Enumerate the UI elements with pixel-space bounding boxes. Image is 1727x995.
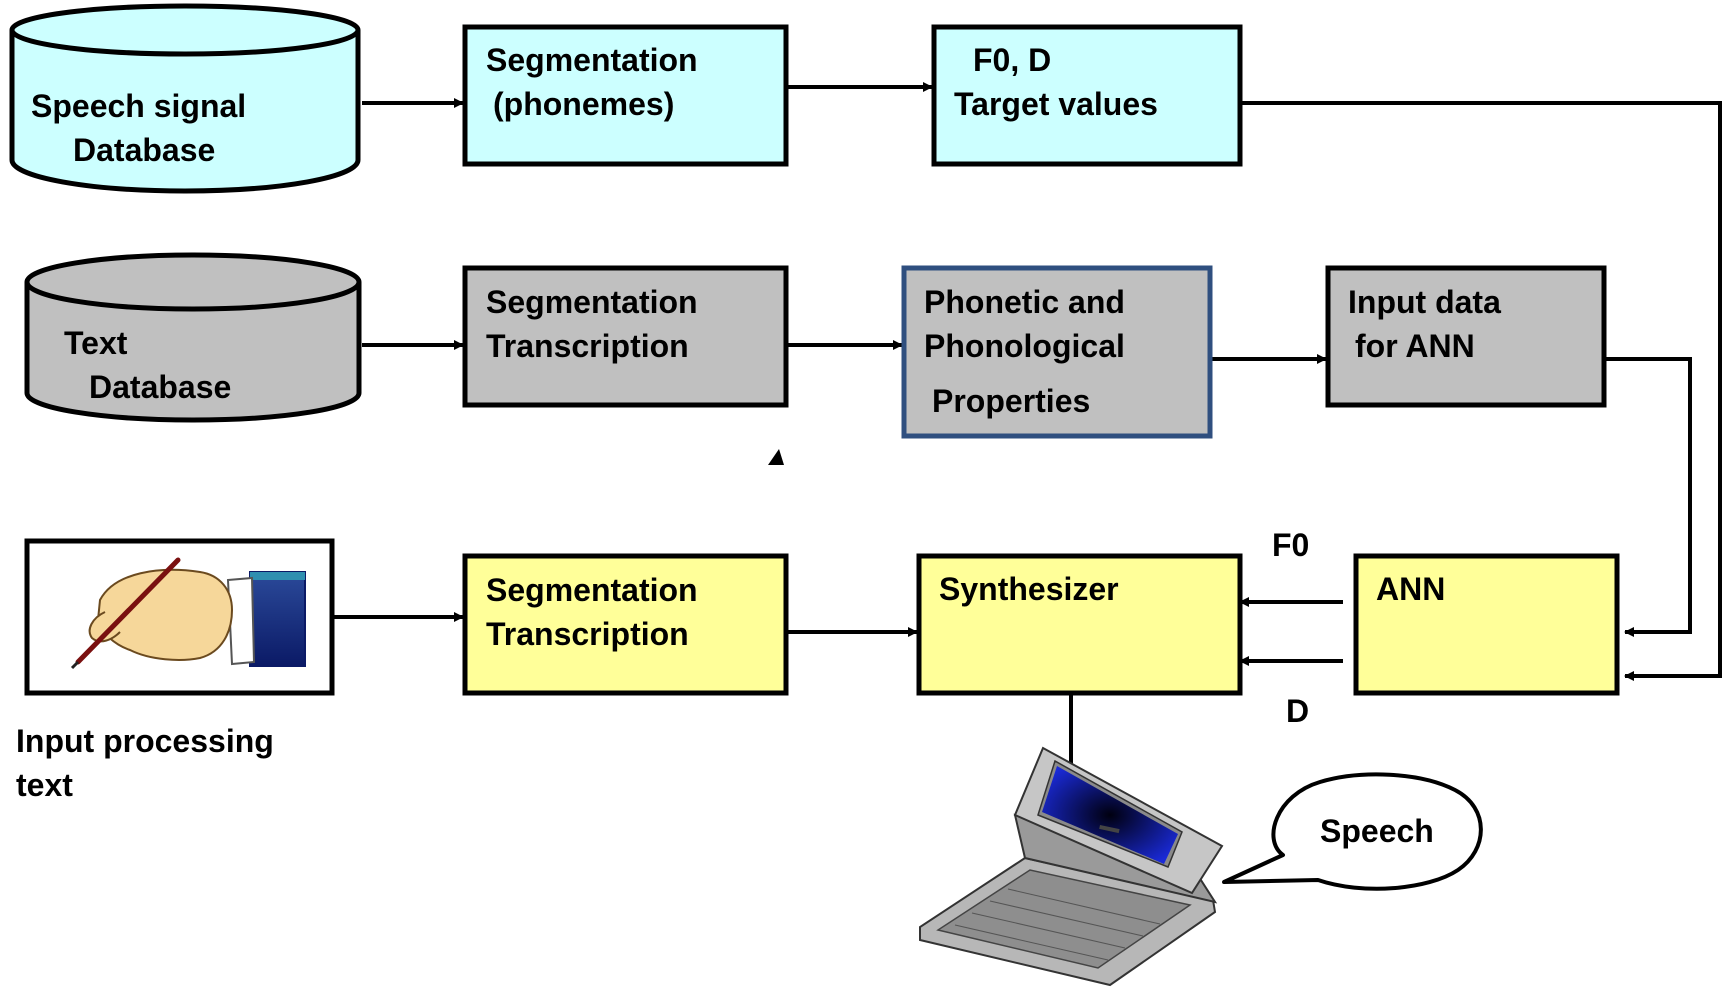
f0-edge-label: F0: [1272, 527, 1309, 563]
input-ann-label-1: Input data: [1348, 284, 1501, 320]
segmentation-transcription-bottom-box: Segmentation Transcription: [462, 553, 789, 696]
target-values-box: F0, D Target values: [931, 24, 1243, 167]
input-caption-label-2: text: [16, 767, 73, 803]
hand-writing-with-pen-icon: [70, 557, 306, 670]
segmentation-phonemes-box: Segmentation (phonemes): [462, 24, 789, 167]
target-label-1: F0, D: [973, 42, 1051, 78]
input-ann-label-2: for ANN: [1355, 328, 1475, 364]
speech-bubble-label: Speech: [1320, 813, 1434, 849]
text-db-label-2: Database: [89, 369, 231, 405]
seg-trans-bottom-label-1: Segmentation: [486, 572, 698, 608]
ann-box: ANN: [1353, 553, 1620, 696]
seg-phonemes-label-1: Segmentation: [486, 42, 698, 78]
phonetic-label-1: Phonetic and: [924, 284, 1125, 320]
synthesizer-label: Synthesizer: [939, 571, 1119, 607]
speech-db-label-1: Speech signal: [31, 88, 246, 124]
seg-phonemes-label-2: (phonemes): [493, 86, 674, 122]
phonetic-label-2: Phonological: [924, 328, 1125, 364]
speech-db-label-2: Database: [73, 132, 215, 168]
seg-trans-bottom-label-2: Transcription: [486, 616, 689, 652]
seg-trans-top-label-2: Transcription: [486, 328, 689, 364]
text-database: Text Database: [24, 252, 362, 423]
speech-signal-database: Speech signal Database: [9, 3, 361, 194]
phonetic-phonological-box: Phonetic and Phonological Properties: [901, 265, 1213, 439]
speech-bubble: Speech: [1222, 772, 1483, 891]
target-label-2: Target values: [954, 86, 1158, 122]
laptop-computer-icon: [919, 746, 1224, 987]
input-data-ann-box: Input data for ANN: [1325, 265, 1607, 408]
phonetic-label-3: Properties: [932, 383, 1090, 419]
input-caption-label-1: Input processing: [16, 723, 274, 759]
ann-label: ANN: [1376, 571, 1445, 607]
d-edge-label: D: [1286, 693, 1309, 729]
seg-trans-top-label-1: Segmentation: [486, 284, 698, 320]
stray-arrowhead: [768, 449, 784, 465]
text-db-label-1: Text: [64, 325, 128, 361]
synthesizer-box: Synthesizer: [916, 553, 1243, 696]
hand-writing-image: [24, 538, 335, 696]
connectors: [332, 82, 1722, 783]
segmentation-transcription-top-box: Segmentation Transcription: [462, 265, 789, 408]
